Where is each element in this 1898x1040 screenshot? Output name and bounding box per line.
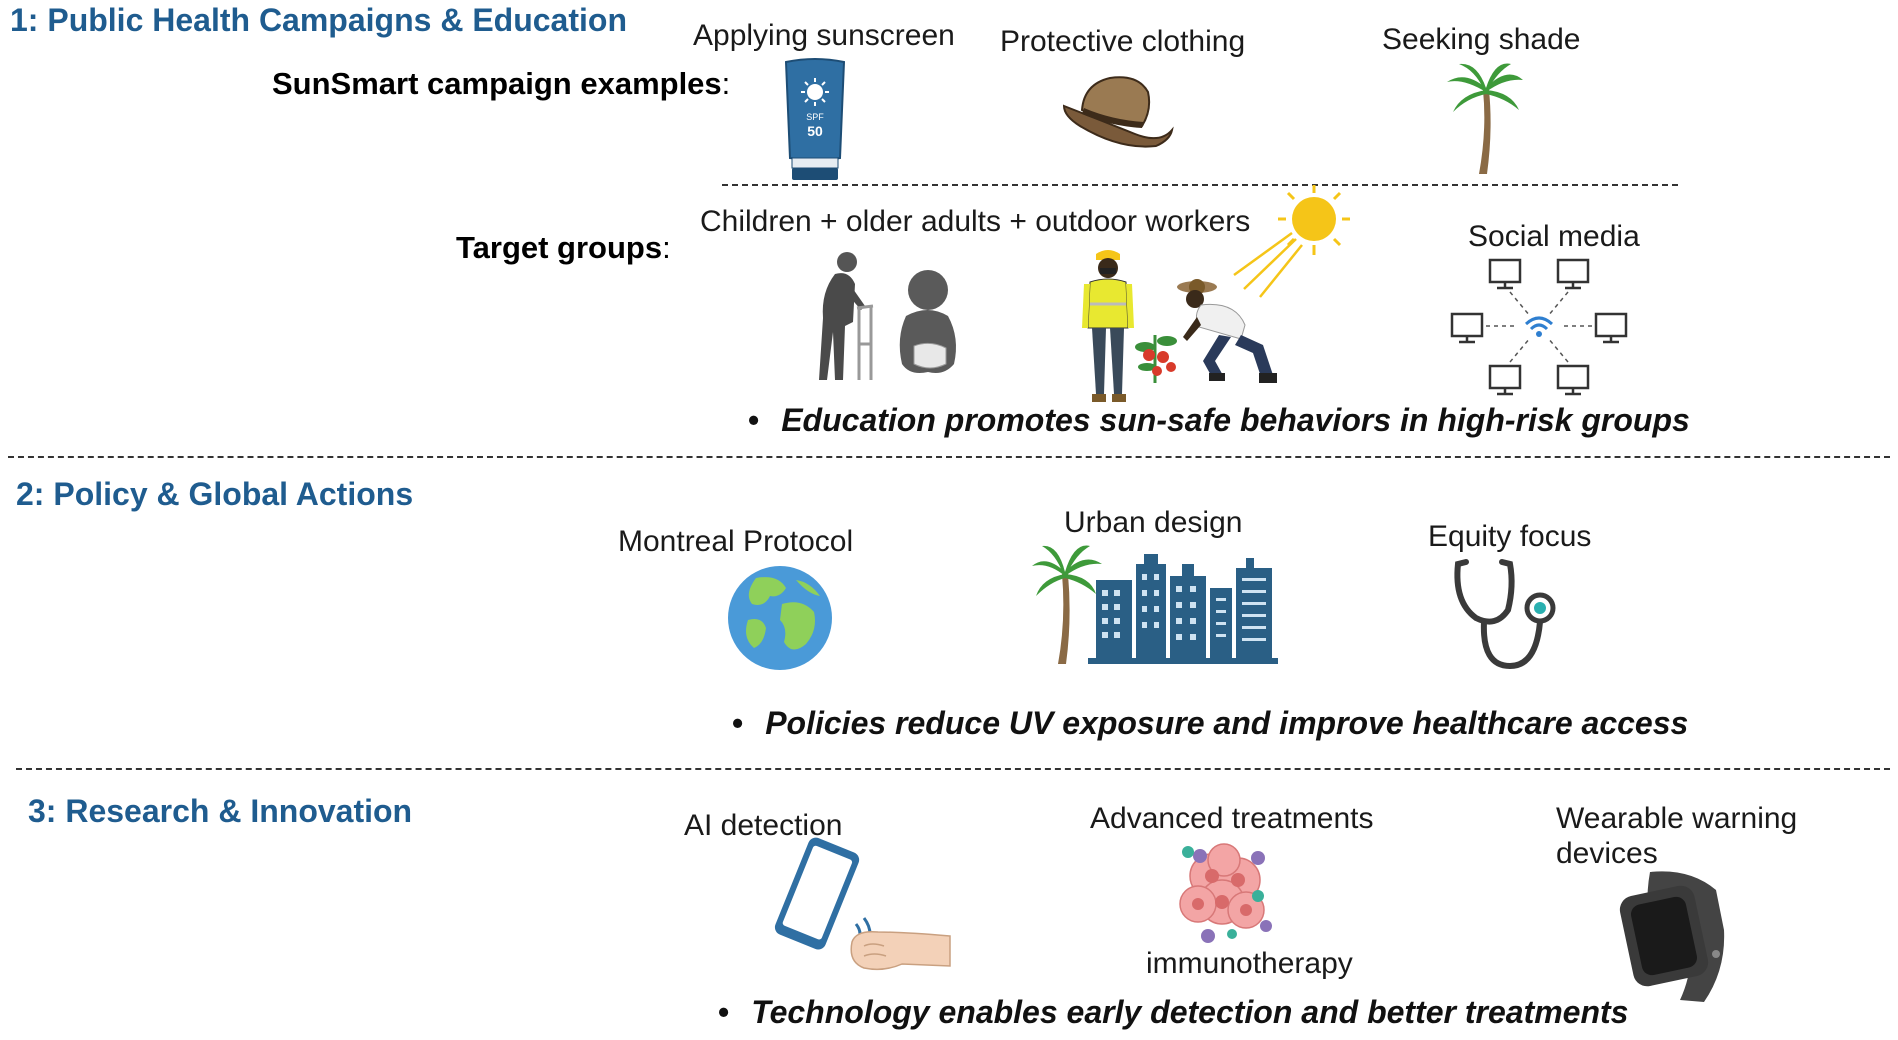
- phone-scan-icon: [752, 837, 952, 974]
- campaign-examples-label: SunSmart campaign examples:: [272, 66, 730, 102]
- colon: :: [721, 66, 731, 101]
- sunscreen-label: Applying sunscreen: [693, 19, 955, 52]
- colon: :: [662, 230, 671, 265]
- network-icon: [1450, 258, 1628, 404]
- section-2-bullet: • Policies reduce UV exposure and improve…: [732, 705, 1688, 742]
- section-1-inner-divider: [722, 184, 1678, 186]
- equity-focus-label: Equity focus: [1428, 520, 1592, 553]
- target-groups-text: Target groups: [456, 230, 663, 265]
- section-3-bullet-text: Technology enables early detection and b…: [751, 994, 1629, 1030]
- bullet-dot: •: [748, 402, 760, 438]
- spf-text: SPF: [806, 112, 824, 122]
- section-1-bullet: • Education promotes sun-safe behaviors i…: [748, 402, 1690, 439]
- campaign-examples-text: SunSmart campaign examples: [272, 66, 722, 101]
- urban-design-label: Urban design: [1064, 506, 1243, 539]
- section-3-title: 3: Research & Innovation: [28, 793, 413, 829]
- immunotherapy-label: immunotherapy: [1146, 947, 1353, 980]
- bullet-dot: •: [718, 994, 730, 1030]
- wearable-devices-label: Wearable warning devices: [1556, 802, 1798, 870]
- child-icon: [890, 268, 968, 380]
- target-groups-label: Target groups:: [456, 230, 671, 266]
- section-1-bullet-text: Education promotes sun-safe behaviors in…: [781, 402, 1690, 438]
- stethoscope-icon: [1452, 558, 1564, 672]
- section-1-title: 1: Public Health Campaigns & Education: [10, 2, 627, 38]
- ai-detection-label: AI detection: [684, 809, 843, 842]
- hat-icon: [1060, 70, 1175, 152]
- section-divider-2: [16, 768, 1890, 770]
- city-icon: [1032, 540, 1278, 664]
- montreal-protocol-label: Montreal Protocol: [618, 525, 854, 558]
- section-2-bullet-text: Policies reduce UV exposure and improve …: [765, 705, 1689, 741]
- smartwatch-icon: [1619, 870, 1740, 1004]
- bullet-dot: •: [732, 705, 744, 741]
- shade-label: Seeking shade: [1382, 23, 1581, 56]
- advanced-treatments-label: Advanced treatments: [1090, 802, 1374, 835]
- spf-value: 50: [807, 123, 823, 139]
- section-3-bullet: • Technology enables early detection and …: [718, 994, 1628, 1031]
- sunscreen-icon: SPF 50: [780, 58, 850, 182]
- social-media-label: Social media: [1468, 220, 1640, 253]
- outdoor-worker-icon: [1080, 248, 1136, 404]
- section-divider-1: [8, 456, 1890, 458]
- sun-icon: [1230, 185, 1350, 300]
- target-groups-description: Children + older adults + outdoor worker…: [700, 205, 1251, 238]
- globe-icon: [726, 564, 834, 672]
- farmer-icon: [1135, 275, 1285, 385]
- older-adult-icon: [805, 248, 875, 384]
- palm-tree-icon: [1445, 60, 1525, 175]
- section-2-title: 2: Policy & Global Actions: [16, 476, 414, 512]
- immunotherapy-icon: [1172, 836, 1284, 950]
- clothing-label: Protective clothing: [1000, 25, 1246, 58]
